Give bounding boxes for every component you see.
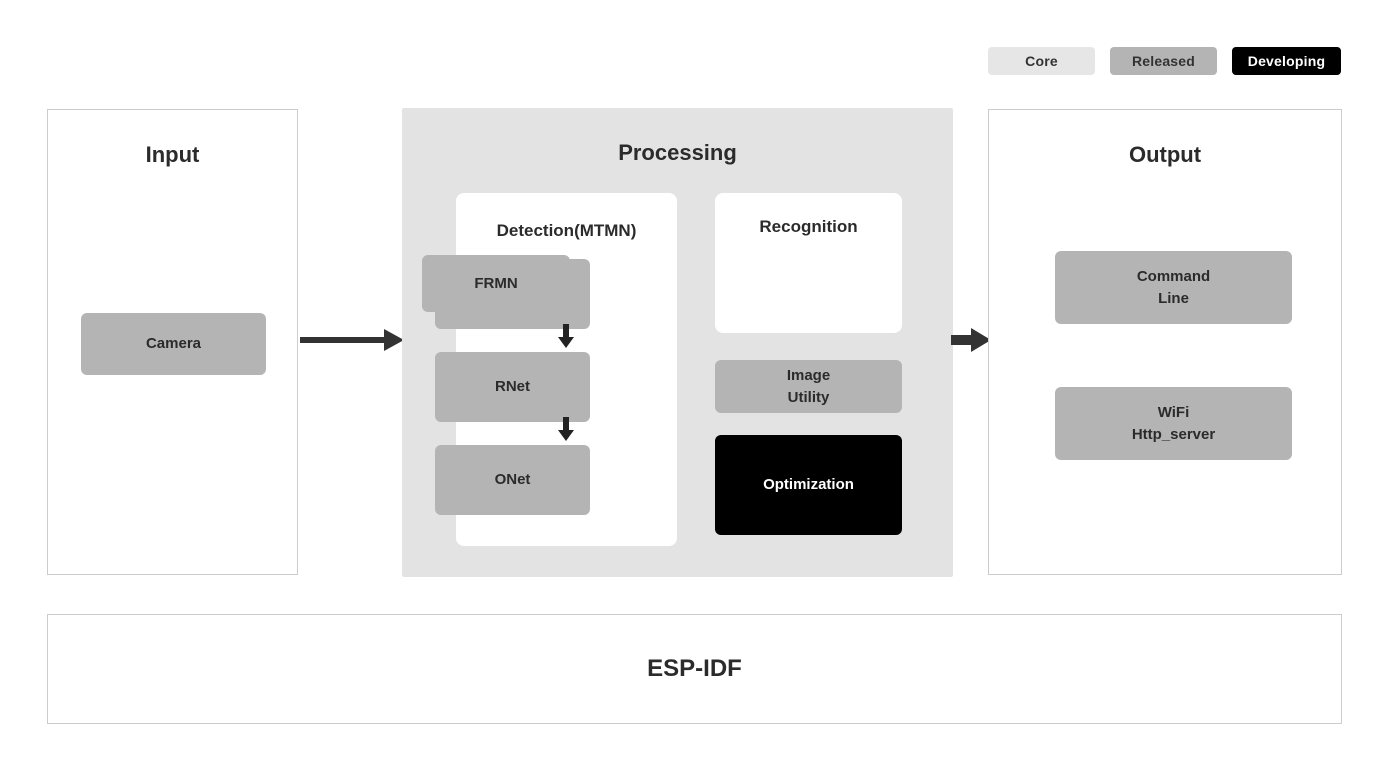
legend-label-developing: Developing <box>1247 53 1326 69</box>
arrow-input-to-processing-icon <box>300 329 404 351</box>
recognition-subpanel-title: Recognition <box>759 217 858 236</box>
node-command-line[interactable]: Command Line <box>1055 251 1292 324</box>
node-frmn[interactable]: FRMN <box>422 255 570 312</box>
node-rnet[interactable]: RNet <box>435 352 590 422</box>
legend-chip-developing[interactable]: Developing <box>1232 47 1341 75</box>
input-panel-title: Input <box>145 142 200 167</box>
legend-chip-released[interactable]: Released <box>1110 47 1217 75</box>
detection-subpanel-title: Detection(MTMN) <box>496 221 637 240</box>
processing-panel: Processing Detection(MTMN) PNet RNet ONe… <box>402 108 953 577</box>
processing-panel-title: Processing <box>618 140 737 165</box>
arrow-rnet-to-onet-icon <box>558 417 574 441</box>
legend-label-core: Core <box>1025 53 1058 69</box>
esp-idf-bar: ESP-IDF <box>47 614 1342 724</box>
output-panel-title: Output <box>1128 142 1202 167</box>
node-camera[interactable]: Camera <box>81 313 266 375</box>
node-optimization[interactable]: Optimization <box>715 435 902 535</box>
esp-idf-label: ESP-IDF <box>647 655 742 682</box>
legend-label-released: Released <box>1131 53 1196 69</box>
node-image-utility[interactable]: Image Utility <box>715 360 902 413</box>
node-wifi-http-server[interactable]: WiFi Http_server <box>1055 387 1292 460</box>
arrow-processing-to-output-icon <box>951 328 991 352</box>
legend-chip-core[interactable]: Core <box>988 47 1095 75</box>
input-panel: Input Camera <box>47 109 298 575</box>
output-panel: Output Command Line WiFi Http_server <box>988 109 1342 575</box>
node-onet[interactable]: ONet <box>435 445 590 515</box>
arrow-pnet-to-rnet-icon <box>558 324 574 348</box>
recognition-subpanel: Recognition <box>715 193 902 333</box>
legend: Core Released Developing <box>988 47 1341 75</box>
